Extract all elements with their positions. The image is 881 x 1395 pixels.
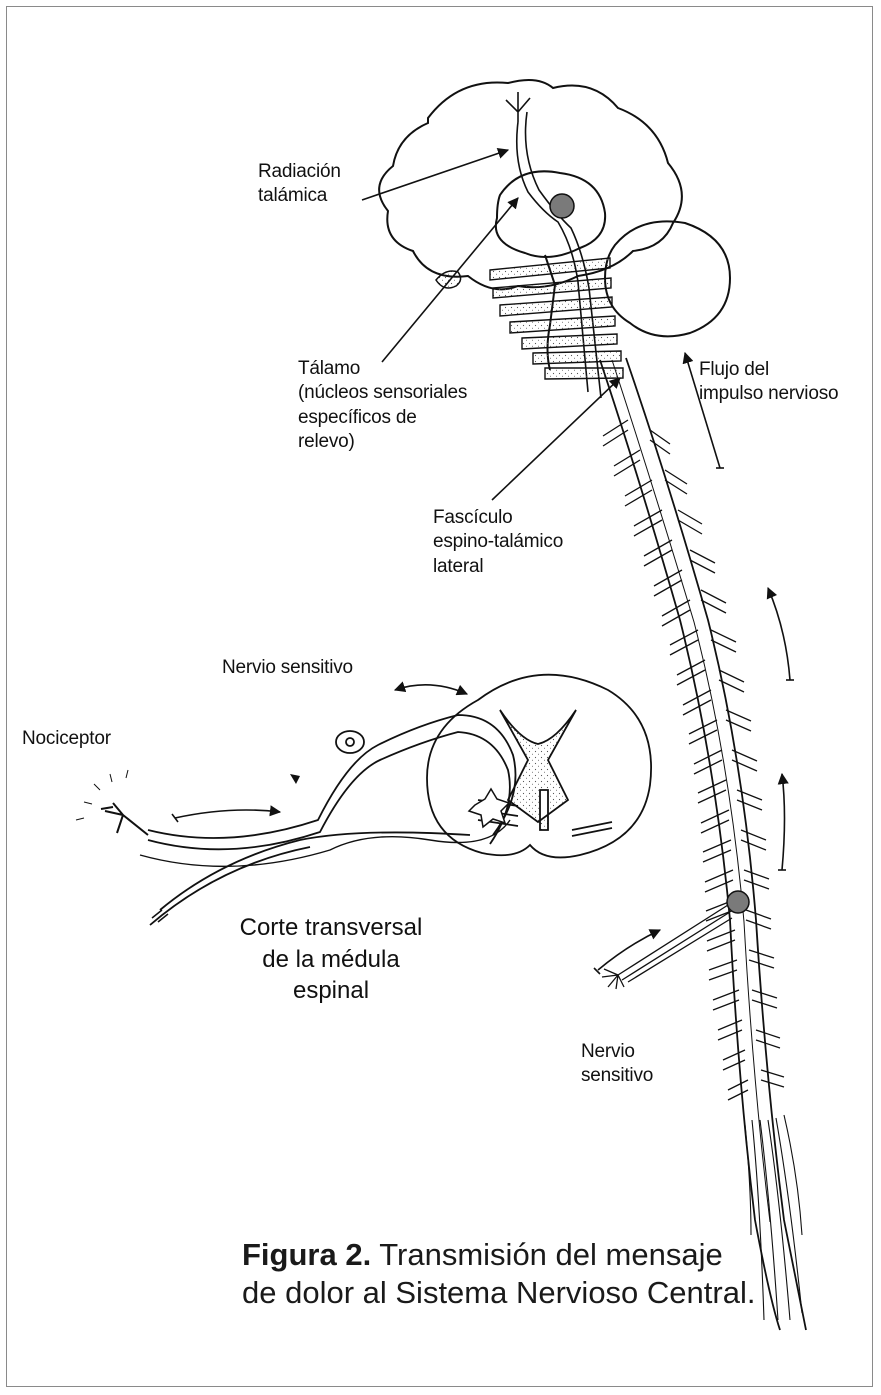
label-nervio-sensitivo-bottom: Nervio sensitivo xyxy=(581,1040,653,1089)
label-corte-transversal: Corte transversal de la médula espinal xyxy=(221,912,441,1007)
figure-caption: Figura 2. Transmisión del mensaje de dol… xyxy=(242,1236,762,1312)
spinal-cord xyxy=(600,358,806,1330)
thalamic-nucleus-dot xyxy=(550,194,574,218)
cerebellum xyxy=(605,221,730,336)
label-talamo: Tálamo (núcleos sensoriales específicos … xyxy=(298,357,467,454)
neuron-cell xyxy=(469,789,509,827)
impulse-arrowhead xyxy=(290,774,300,784)
spinal-nerve-roots-left xyxy=(603,420,748,1100)
label-nervio-sensitivo-top: Nervio sensitivo xyxy=(222,656,353,680)
cerebrum-outline xyxy=(379,80,682,289)
dorsal-root-ganglion xyxy=(336,731,364,753)
dorsal-root-ganglion-dot xyxy=(727,891,749,913)
label-flujo-impulso: Flujo del impulso nervioso xyxy=(699,358,838,407)
spinal-cord-cross-section xyxy=(427,675,651,858)
label-radiacion-talamica: Radiación talámica xyxy=(258,160,341,209)
cross-section-flow-arrows xyxy=(172,685,467,822)
label-nociceptor: Nociceptor xyxy=(22,727,111,751)
upper-sensory-nerve xyxy=(140,715,516,925)
thalamus-region xyxy=(496,171,605,257)
spinal-nerve-roots-right xyxy=(650,430,784,1087)
lower-sensory-nerve xyxy=(602,905,732,989)
flow-arrows xyxy=(594,353,794,974)
brainstem-nerve-roots xyxy=(490,258,623,379)
gray-matter xyxy=(500,710,576,830)
figure-number: Figura 2. xyxy=(242,1237,371,1272)
nociceptor-ending xyxy=(76,770,148,835)
label-fasciculo: Fascículo espino-talámico lateral xyxy=(433,506,563,579)
